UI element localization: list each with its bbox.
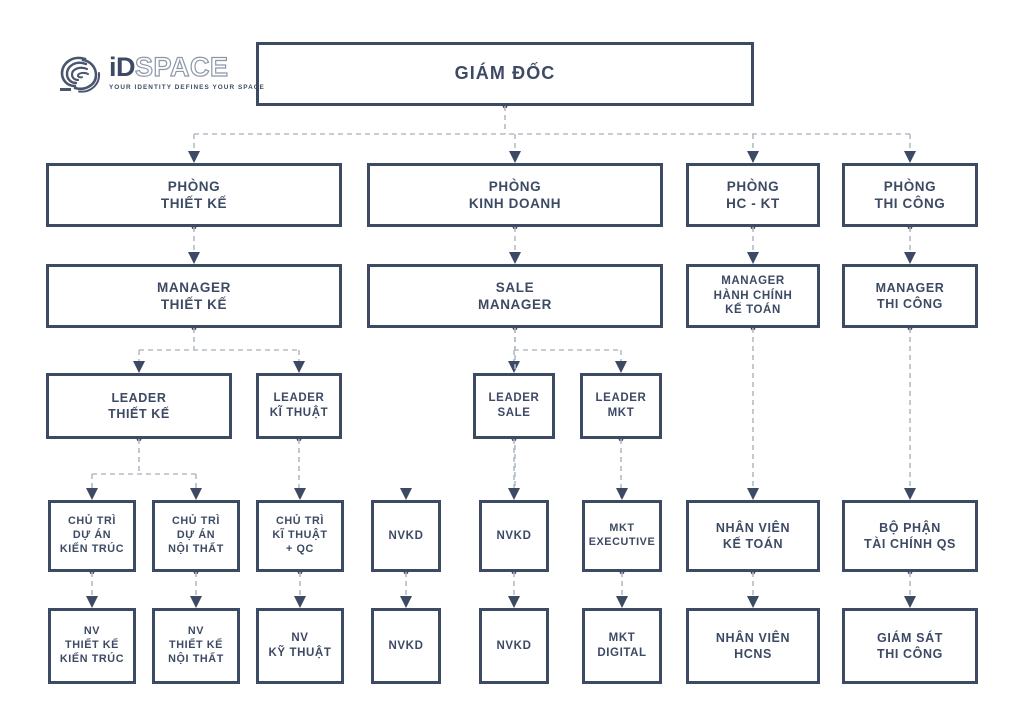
brand-name-primary: iD — [109, 51, 136, 82]
org-node-label: LEADER KĨ THUẬT — [269, 392, 329, 419]
brand-name-secondary: SPACE — [134, 51, 229, 82]
org-node-mgr-design[interactable]: MANAGER THIẾT KẾ — [46, 264, 342, 328]
org-node-lead-sale[interactable]: LEADER SALE — [473, 373, 555, 439]
org-node-label: MKT EXECUTIVE — [588, 522, 656, 548]
org-node-nv-interior[interactable]: NV THIẾT KẾ NỘI THẤT — [152, 608, 240, 684]
org-node-label: NV THIẾT KẾ KIẾN TRÚC — [59, 625, 125, 665]
org-node-label: CHỦ TRÌ DỰ ÁN NỘI THẤT — [168, 515, 224, 555]
org-node-label: PHÒNG HC - KT — [726, 178, 780, 211]
org-node-label: NVKD — [496, 639, 532, 652]
org-node-ct-tech[interactable]: CHỦ TRÌ KĨ THUẬT + QC — [256, 500, 344, 572]
org-node-mkt-exec[interactable]: MKT EXECUTIVE — [582, 500, 662, 572]
org-node-lead-tech[interactable]: LEADER KĨ THUẬT — [256, 373, 342, 439]
org-node-label: CHỦ TRÌ KĨ THUẬT + QC — [272, 515, 328, 555]
org-node-lead-mkt[interactable]: LEADER MKT — [580, 373, 662, 439]
org-node-ct-arch[interactable]: CHỦ TRÌ DỰ ÁN KIẾN TRÚC — [48, 500, 136, 572]
org-node-dept-qs[interactable]: BỘ PHẬN TÀI CHÍNH QS — [842, 500, 978, 572]
org-node-label: NVKD — [496, 529, 532, 542]
org-node-dept-const[interactable]: PHÒNG THI CÔNG — [842, 163, 978, 227]
org-node-director[interactable]: GIÁM ĐỐC — [256, 42, 754, 106]
org-node-mgr-const[interactable]: MANAGER THI CÔNG — [842, 264, 978, 328]
brand-tagline: YOUR IDENTITY DEFINES YOUR SPACE — [109, 83, 265, 91]
org-node-supervisor[interactable]: GIÁM SÁT THI CÔNG — [842, 608, 978, 684]
org-node-label: MANAGER THI CÔNG — [875, 281, 945, 311]
fingerprint-spiral-icon — [55, 48, 103, 96]
org-node-mgr-hckt[interactable]: MANAGER HÀNH CHÍNH KẾ TOÁN — [686, 264, 820, 328]
org-node-nvkd-3[interactable]: NVKD — [371, 608, 441, 684]
org-node-label: PHÒNG KINH DOANH — [468, 178, 562, 211]
org-node-staff-acct[interactable]: NHÂN VIÊN KẾ TOÁN — [686, 500, 820, 572]
org-node-label: GIÁM SÁT THI CÔNG — [877, 631, 943, 661]
org-node-label: NV THIẾT KẾ NỘI THẤT — [168, 625, 224, 665]
org-node-mkt-digital[interactable]: MKT DIGITAL — [582, 608, 662, 684]
org-node-ct-interior[interactable]: CHỦ TRÌ DỰ ÁN NỘI THẤT — [152, 500, 240, 572]
org-node-label: NV KỸ THUẬT — [268, 632, 332, 659]
org-node-label: NVKD — [388, 639, 424, 652]
org-node-dept-design[interactable]: PHÒNG THIẾT KẾ — [46, 163, 342, 227]
org-node-label: MKT DIGITAL — [597, 632, 647, 659]
org-node-mgr-sale[interactable]: SALE MANAGER — [367, 264, 663, 328]
org-node-nvkd-4[interactable]: NVKD — [479, 608, 549, 684]
org-node-label: LEADER THIẾT KẾ — [108, 391, 170, 421]
org-node-label: LEADER MKT — [595, 392, 647, 419]
org-node-label: MANAGER HÀNH CHÍNH KẾ TOÁN — [713, 274, 793, 317]
org-node-label: LEADER SALE — [488, 392, 540, 419]
org-node-nvkd-1[interactable]: NVKD — [371, 500, 441, 572]
org-node-dept-sales[interactable]: PHÒNG KINH DOANH — [367, 163, 663, 227]
org-node-label: NVKD — [388, 529, 424, 542]
org-node-label: NHÂN VIÊN HCNS — [715, 631, 791, 661]
org-node-label: PHÒNG THI CÔNG — [874, 178, 946, 211]
org-node-lead-design[interactable]: LEADER THIẾT KẾ — [46, 373, 232, 439]
org-node-staff-hcns[interactable]: NHÂN VIÊN HCNS — [686, 608, 820, 684]
org-node-label: BỘ PHẬN TÀI CHÍNH QS — [864, 521, 956, 551]
org-node-label: SALE MANAGER — [478, 279, 552, 312]
org-node-label: NHÂN VIÊN KẾ TOÁN — [715, 521, 791, 551]
org-node-label: GIÁM ĐỐC — [454, 63, 556, 84]
org-node-nv-arch[interactable]: NV THIẾT KẾ KIẾN TRÚC — [48, 608, 136, 684]
org-node-dept-hckt[interactable]: PHÒNG HC - KT — [686, 163, 820, 227]
org-node-label: PHÒNG THIẾT KẾ — [160, 178, 228, 211]
org-node-label: CHỦ TRÌ DỰ ÁN KIẾN TRÚC — [59, 515, 125, 555]
org-node-label: MANAGER THIẾT KẾ — [157, 279, 231, 312]
org-node-nv-tech[interactable]: NV KỸ THUẬT — [256, 608, 344, 684]
org-node-nvkd-2[interactable]: NVKD — [479, 500, 549, 572]
